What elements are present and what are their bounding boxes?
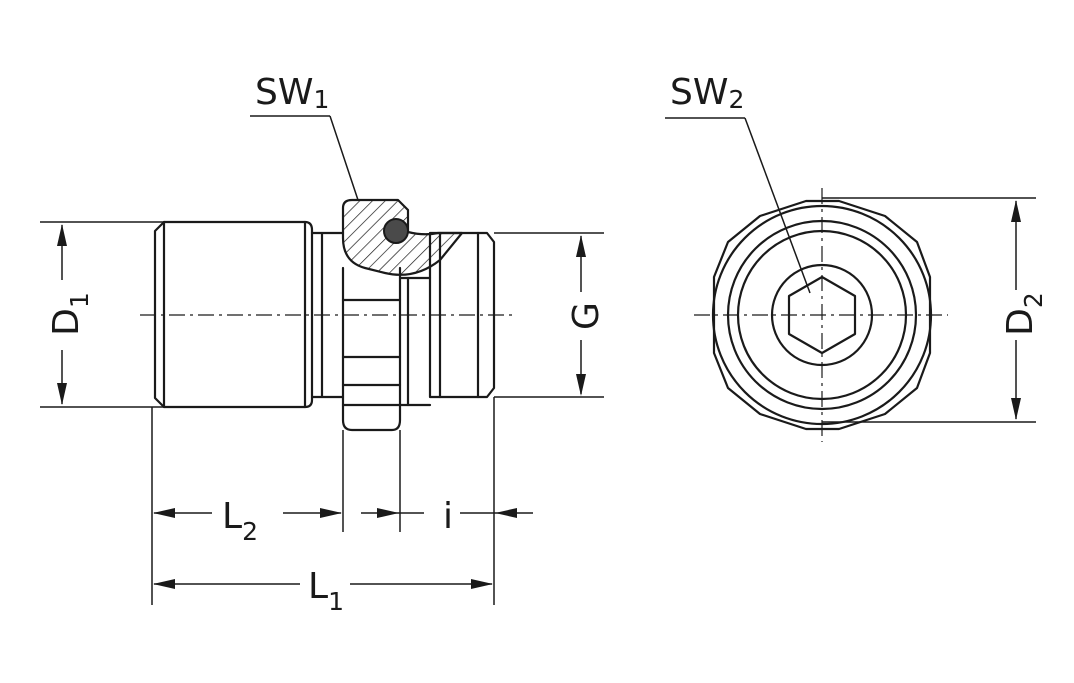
dimension-g: G [566,235,607,396]
label-i: i [443,496,453,537]
label-sw1: SW1 [255,72,329,114]
label-l1: L1 [308,566,344,616]
left-threaded-body [153,220,314,409]
neck [310,231,345,399]
inner-circle [736,229,908,401]
dimension-l1: L1 [153,566,493,616]
leader-sw1: SW1 [250,72,359,201]
dimension-l2-i: L2 i [153,496,533,546]
bore-circle [770,263,874,367]
sealing-section [341,198,464,276]
dimension-d2: D2 [822,197,1048,423]
seal-ring [383,218,409,244]
label-l2: L2 [222,496,258,546]
dimension-d1: D1 [46,224,94,405]
side-view: D1 G L2 i L1 [40,72,607,616]
middle-circle [726,219,918,411]
label-d2: D2 [1000,292,1048,336]
hex-socket-icon [787,275,857,355]
hex-body [341,266,432,432]
leader-sw2: SW2 [665,72,811,294]
label-d1: D1 [46,292,94,336]
end-view: SW2 D2 [665,72,1048,442]
extension-lines [40,221,604,605]
label-sw2: SW2 [670,72,744,114]
label-g: G [566,302,607,330]
right-thread [428,231,496,399]
outer-circle [711,204,933,426]
